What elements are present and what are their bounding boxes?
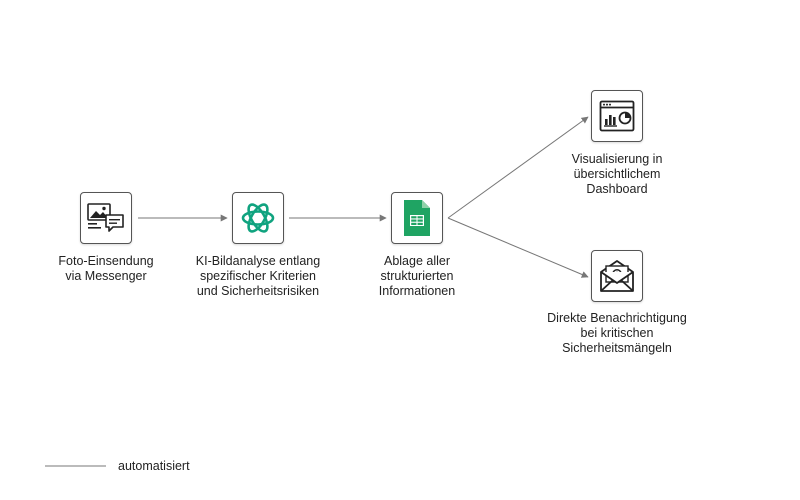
dashboard-node <box>591 90 643 142</box>
dashboard-label: Visualisierung in übersichtlichem Dashbo… <box>571 152 663 196</box>
ai-analysis-node <box>232 192 284 244</box>
photo-message-icon <box>87 203 124 232</box>
email-notification-icon <box>600 260 634 292</box>
connector-storage-to-dashboard <box>447 116 589 219</box>
storage-label: Ablage aller strukturierten Informatione… <box>378 254 456 298</box>
ai-analysis-label: KI-Bildanalyse entlang spezifischer Krit… <box>195 254 321 298</box>
connector-storage-to-notification <box>447 217 589 278</box>
dashboard-icon <box>599 100 635 132</box>
legend-label: automatisiert <box>118 459 190 473</box>
storage-node <box>391 192 443 244</box>
notification-node <box>591 250 643 302</box>
spreadsheet-icon <box>404 200 430 236</box>
photo-submission-node <box>80 192 132 244</box>
notification-label: Direkte Benachrichtigung bei kritischen … <box>547 311 687 355</box>
photo-submission-label: Foto-Einsendung via Messenger <box>58 254 154 283</box>
openai-logo-icon <box>241 203 275 233</box>
